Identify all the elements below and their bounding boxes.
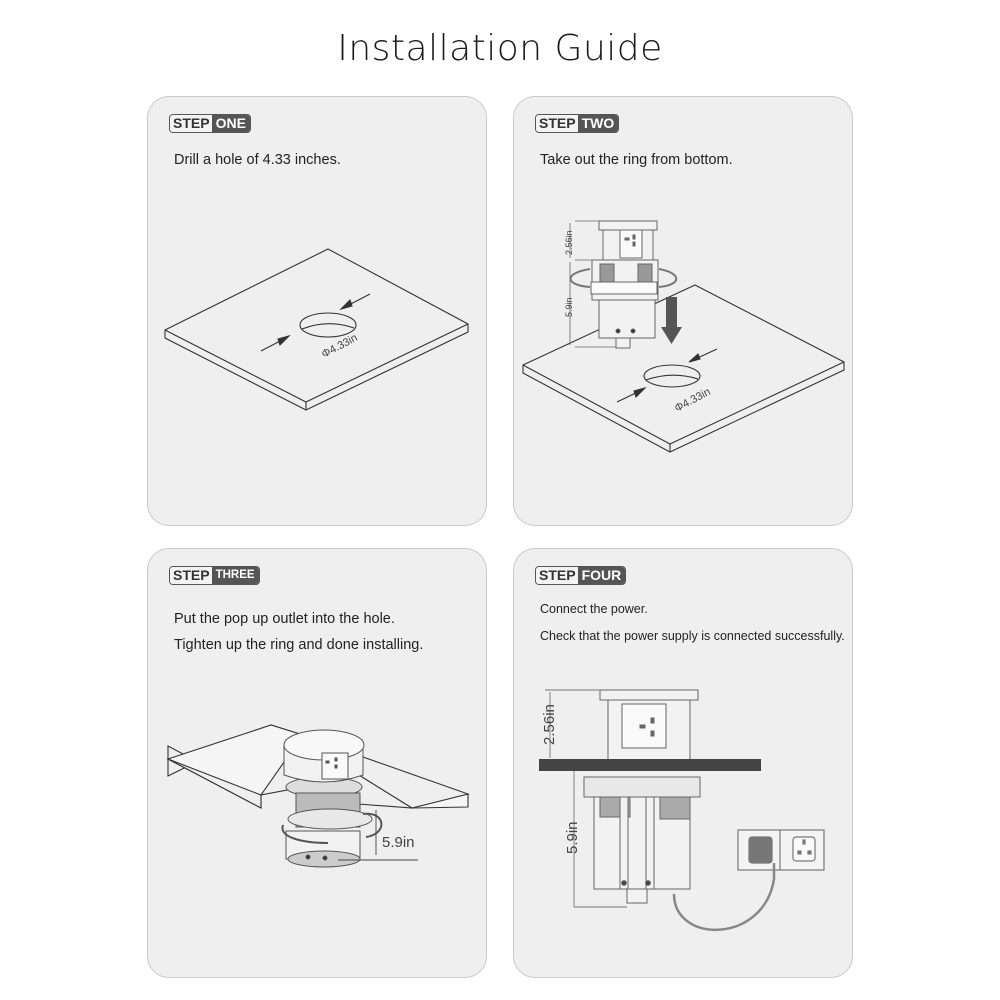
connect-power-diagram: 2.56in 5.9in	[539, 689, 825, 932]
step-instruction: Take out the ring from bottom.	[540, 152, 733, 168]
step-two-panel: STEP TWO Take out the ring from bottom.	[513, 96, 853, 526]
step-badge-prefix: STEP	[536, 115, 578, 132]
step-badge: STEP TWO	[535, 114, 620, 133]
step-badge-number: TWO	[577, 115, 619, 132]
step-badge-prefix: STEP	[170, 115, 212, 132]
step-badge: STEP THREE	[169, 566, 260, 585]
insert-outlet-diagram: 5.9in	[166, 724, 470, 868]
step-instruction: Connect the power.	[540, 602, 648, 616]
step-instruction: Put the pop up outlet into the hole.	[174, 611, 395, 627]
wall-socket	[737, 829, 825, 871]
remove-ring-diagram: 2.56in 5.9in Φ4.33in	[522, 220, 845, 453]
step-badge-prefix: STEP	[536, 567, 578, 584]
step-badge-number: THREE	[211, 567, 259, 584]
step-one-panel: STEP ONE Drill a hole of 4.33 inches. Φ4…	[147, 96, 487, 526]
step-four-panel: STEP FOUR Connect the power. Check that …	[513, 548, 853, 978]
height-label: 5.9in	[382, 834, 415, 851]
page-title: Installation Guide	[337, 28, 663, 69]
step-badge: STEP FOUR	[535, 566, 627, 585]
step-badge-prefix: STEP	[170, 567, 212, 584]
top-height-label: 2.56in	[541, 704, 558, 745]
step-three-panel: STEP THREE Put the pop up outlet into th…	[147, 548, 487, 978]
bottom-height-label: 5.9in	[564, 821, 581, 854]
step-instruction: Drill a hole of 4.33 inches.	[174, 152, 341, 168]
step-instruction: Check that the power supply is connected…	[540, 629, 845, 643]
top-height-label: 2.56in	[564, 230, 574, 255]
bottom-height-label: 5.9in	[564, 297, 574, 317]
step-badge-number: FOUR	[577, 567, 626, 584]
step-badge: STEP ONE	[169, 114, 251, 133]
power-cable	[672, 863, 776, 932]
countertop-hole-diagram: Φ4.33in	[164, 248, 469, 411]
step-instruction: Tighten up the ring and done installing.	[174, 637, 424, 653]
step-badge-number: ONE	[211, 115, 250, 132]
